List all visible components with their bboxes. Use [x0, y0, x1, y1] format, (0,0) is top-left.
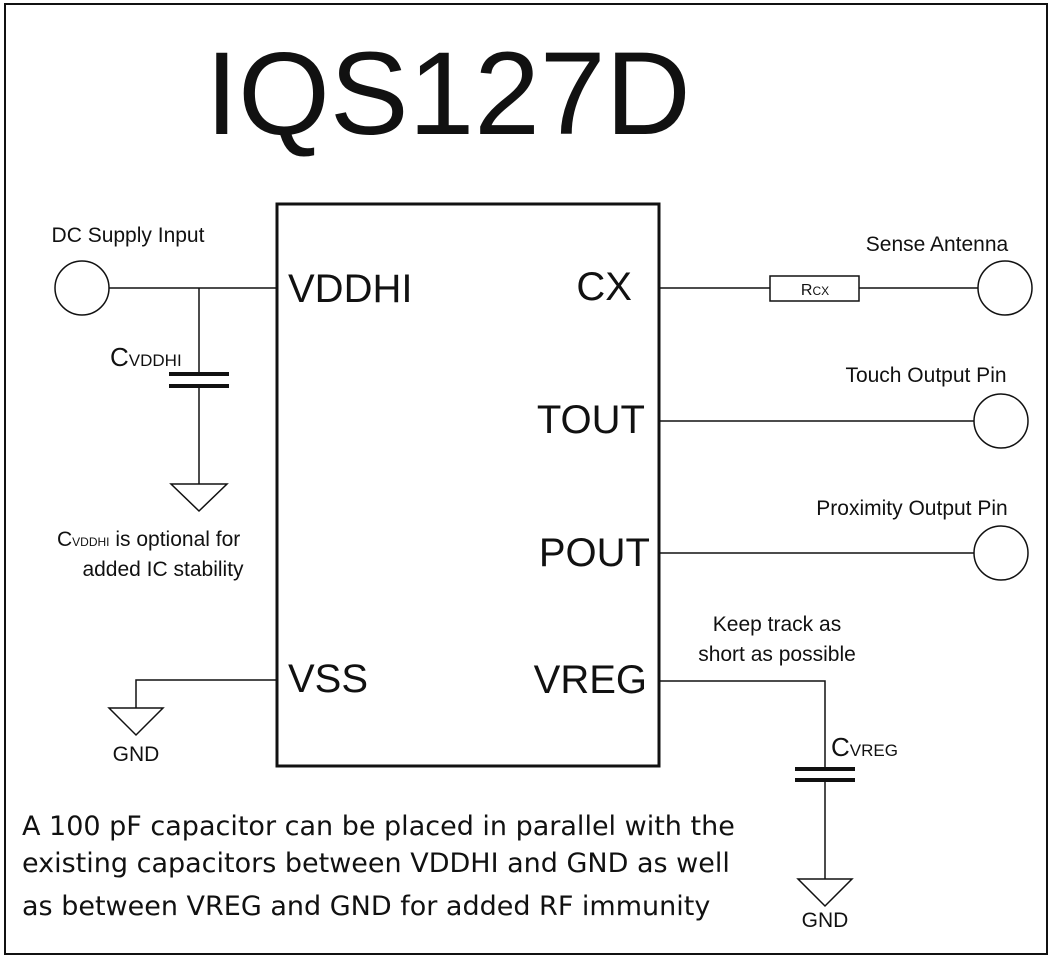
dc-supply-terminal	[54, 260, 110, 316]
pin-cx-label: CX	[576, 265, 632, 309]
sense-antenna-terminal	[977, 260, 1033, 316]
rcx-label-sub: CX	[812, 284, 829, 298]
footer-note-line2: existing capacitors between VDDHI and GN…	[22, 848, 730, 879]
gnd-left-icon	[107, 707, 165, 737]
cvreg-label: CVREG	[831, 732, 898, 762]
vss-wire	[135, 679, 277, 708]
ic-body	[275, 202, 661, 768]
rcx-label-main: R	[801, 282, 813, 299]
touch-output-terminal	[973, 393, 1029, 449]
cvddhi-label-sub: VDDHI	[129, 351, 182, 370]
pin-vss-label: VSS	[288, 657, 368, 701]
pin-tout-label: TOUT	[537, 398, 645, 442]
figure-border	[4, 3, 1048, 955]
footer-note-line1: A 100 pF capacitor can be placed in para…	[22, 811, 735, 842]
rcx-resistor	[769, 275, 860, 302]
footer-note-line3: as between VREG and GND for added RF imm…	[22, 891, 710, 922]
gnd-right-label: GND	[802, 909, 849, 932]
cvddhi-note-rest: is optional for	[110, 528, 241, 551]
rcx-label: RCX	[801, 282, 829, 299]
pin-vreg-label: VREG	[534, 658, 647, 702]
cvddhi-note-sub: VDDHI	[72, 535, 109, 549]
gnd-right-icon	[796, 878, 854, 908]
dc-supply-input-label: DC Supply Input	[52, 224, 205, 247]
touch-output-pin-label: Touch Output Pin	[845, 364, 1006, 387]
cvddhi-note-line1: CVDDHI is optional for	[57, 528, 240, 551]
chip-title: IQS127D	[205, 28, 690, 160]
pin-pout-label: POUT	[539, 531, 650, 575]
cvddhi-note-line2: added IC stability	[82, 558, 244, 581]
gnd-left-label: GND	[113, 743, 160, 766]
keep-track-note-line2: short as possible	[698, 643, 856, 666]
cvddhi-label: CVDDHI	[110, 342, 182, 372]
cvreg-label-main: C	[831, 732, 850, 762]
proximity-output-terminal	[973, 525, 1029, 581]
sense-antenna-label: Sense Antenna	[866, 233, 1009, 256]
keep-track-note-line1: Keep track as	[713, 613, 841, 636]
pin-vddhi-label: VDDHI	[288, 267, 412, 311]
proximity-output-pin-label: Proximity Output Pin	[816, 497, 1007, 520]
vreg-wire	[659, 680, 826, 767]
cvddhi-note-main: C	[57, 528, 72, 551]
cvreg-label-sub: VREG	[850, 741, 898, 760]
cvddhi-label-main: C	[110, 342, 129, 372]
cvddhi-ground-icon	[169, 483, 229, 513]
